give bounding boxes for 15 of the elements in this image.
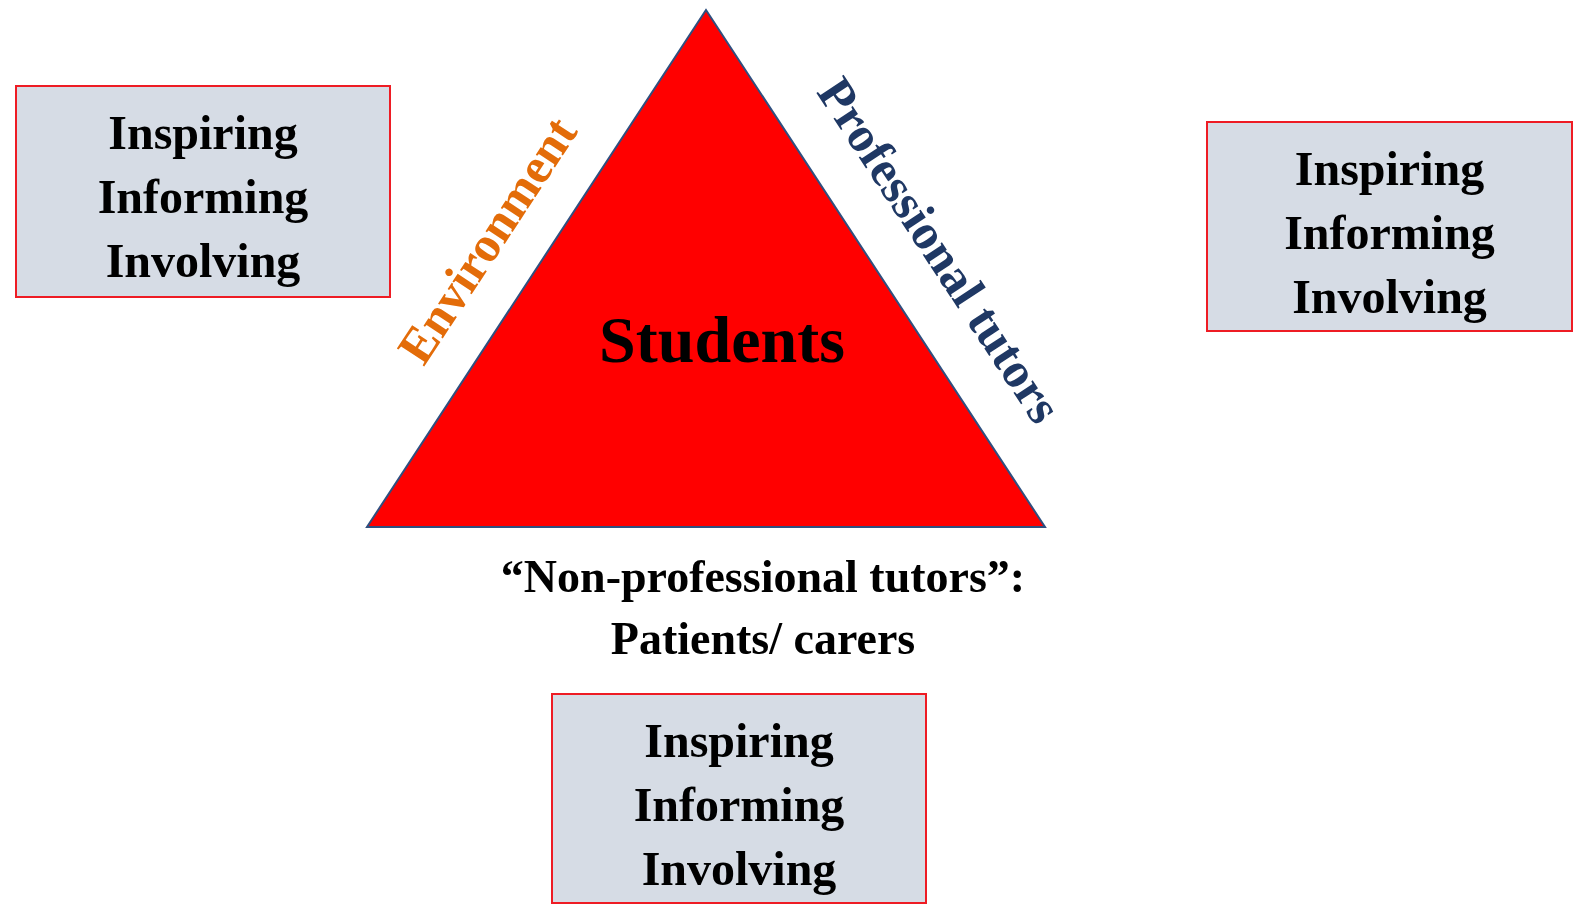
base-label: Patients/ carers [610,612,916,665]
box-text: Inspiring [644,713,834,769]
box-text: Involving [1292,269,1487,325]
box-text: Involving [641,841,837,897]
box-text: Informing [1284,205,1495,261]
box-text: Involving [105,233,301,289]
box-text: Inspiring [1294,141,1485,197]
box-text: Informing [97,169,309,225]
base-label: “Non-professional tutors”: [500,550,1026,603]
text-box [551,693,927,904]
text-box [15,85,391,298]
text-box [1206,121,1573,332]
triangle-label: Students [599,303,845,378]
box-text: Informing [633,777,845,833]
box-text: Inspiring [108,105,298,161]
